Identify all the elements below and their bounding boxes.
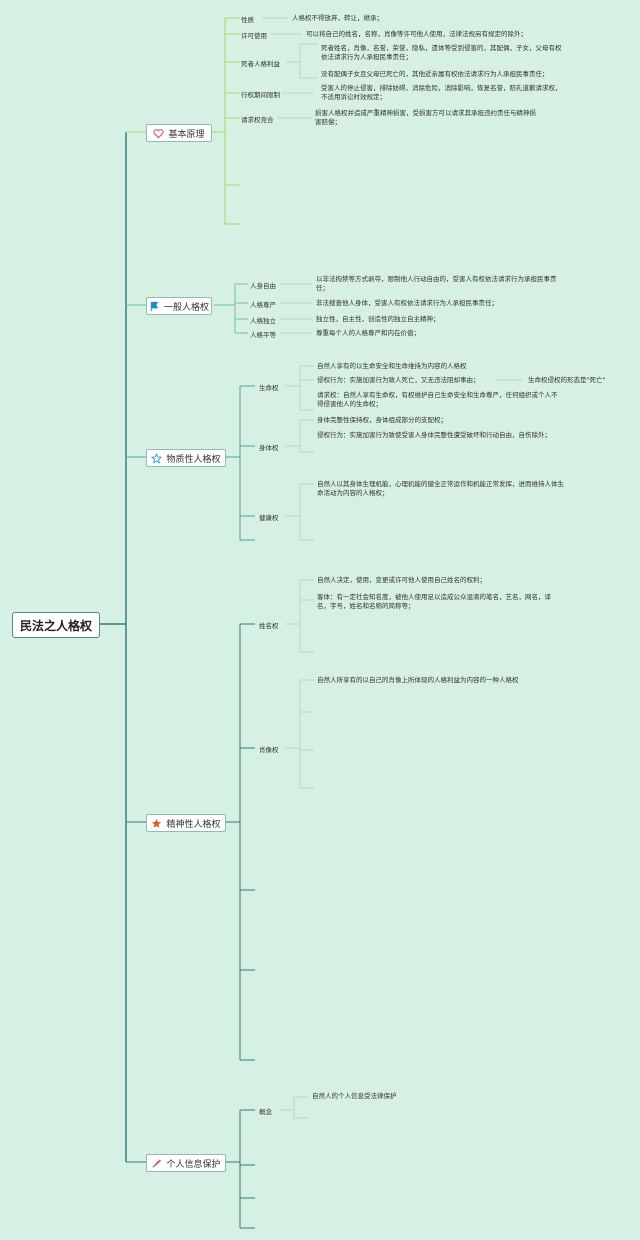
sub-personal-dignity[interactable]: 人格尊严 xyxy=(250,301,276,309)
sub-right-to-portrait[interactable]: 肖像权 xyxy=(259,746,279,754)
sub-personal-freedom[interactable]: 人身自由 xyxy=(250,282,276,290)
leaf-life-text-1: 自然人享有的以生命安全和生命维持为内容的人格权 xyxy=(317,362,467,370)
star-filled-icon xyxy=(151,818,162,829)
leaf-equality-text: 尊重每个人的人格尊严和内在价值； xyxy=(316,329,420,337)
leaf-name-text-1: 自然人决定，使用，变更或许可他人使用自己姓名的权利； xyxy=(317,576,486,584)
branch-spiritual-personality[interactable]: 精神性人格权 xyxy=(146,814,226,832)
sub-right-to-name[interactable]: 姓名权 xyxy=(259,622,279,630)
branch-personal-info[interactable]: 个人信息保护 xyxy=(146,1154,226,1172)
sub-right-to-body[interactable]: 身体权 xyxy=(259,444,279,452)
branch-label: 精神性人格权 xyxy=(166,819,221,830)
leaf-exercise-text: 受害人的停止侵害，排除妨碍，消除危险，消除影响，恢复名誉，赔礼道歉请求权，不适用… xyxy=(321,84,562,101)
sub-personal-independence[interactable]: 人格独立 xyxy=(250,317,276,325)
star-outline-icon xyxy=(151,452,163,464)
leaf-dignity-text: 非法搜查他人身体，受害人有权依法请求行为人承担民事责任； xyxy=(316,299,498,307)
sub-claim-concurrence[interactable]: 请求权竞合 xyxy=(241,116,274,124)
root-node[interactable]: 民法之人格权 xyxy=(12,612,100,638)
leaf-health-text-1: 自然人以其身体生理机能，心理机能的健全正常运作和机能正常发挥，进而维持人体生命活… xyxy=(317,480,564,497)
sub-right-to-health[interactable]: 健康权 xyxy=(259,514,279,522)
branch-label: 一般人格权 xyxy=(163,302,209,313)
sub-exercise-limit[interactable]: 行权期间限制 xyxy=(241,91,280,99)
branch-label: 基本原理 xyxy=(168,129,205,140)
sub-personal-equality[interactable]: 人格平等 xyxy=(250,331,276,339)
sub-license-use[interactable]: 许可使用 xyxy=(241,32,267,40)
leaf-life-text-2b: 生命权侵权的形态是"死亡" xyxy=(528,376,606,384)
branch-basic-principles[interactable]: 基本原理 xyxy=(146,124,212,142)
leaf-nature-text: 人格权不得放弃，转让，继承； xyxy=(292,14,383,22)
sub-nature[interactable]: 性质 xyxy=(241,16,254,24)
tools-icon xyxy=(151,1158,162,1169)
branch-general-personality[interactable]: 一般人格权 xyxy=(146,297,212,315)
branch-label: 个人信息保护 xyxy=(166,1159,221,1170)
leaf-portrait-text-1: 自然人所享有的以自己的肖像上所体现的人格利益为内容的一种人格权 xyxy=(317,676,519,684)
leaf-concept-text-1: 自然人的个人信息受法律保护 xyxy=(312,1092,397,1100)
leaf-concurrence-text: 损害人格权并造成严重精神损害，受损害方可以请求其承担违约责任与精神损害赔偿； xyxy=(315,109,536,126)
leaf-freedom-text: 以非法拘禁等方式剥夺，限制他人行动自由的，受害人有权依法请求行为承担民事责任； xyxy=(316,275,557,292)
leaf-life-text-2: 侵权行为：实施加害行为致人死亡，又无违法阻却事由； xyxy=(317,376,480,384)
leaf-body-text-2: 侵权行为：实施加害行为致使受害人身体完整性遭受破坏和行动自由，自伤除外； xyxy=(317,431,551,439)
leaf-name-text-2: 客体：有一定社会知名度，被他人使用足以造成公众混淆的笔名，艺名，网名，译名，字号… xyxy=(317,593,551,610)
leaf-independence-text: 独立性，自主性，创造性的独立自主精神； xyxy=(316,315,440,323)
leaf-deceased-text-2: 没有配偶子女且父母已死亡的，其他近亲属有权依法请求行为人承担民事责任； xyxy=(321,70,549,78)
sub-deceased-interests[interactable]: 死者人格利益 xyxy=(241,60,280,68)
sub-concept[interactable]: 概念 xyxy=(259,1108,272,1116)
leaf-license-text: 可以将自己的姓名，名称，肖像等许可他人使用，法律法规另有规定的除外； xyxy=(306,30,527,38)
leaf-deceased-text-1: 死者姓名，肖像，名誉，荣誉，隐私，遗体等受到侵害的，其配偶，子女，父母有权依法请… xyxy=(321,44,562,61)
flag-icon xyxy=(149,301,160,312)
leaf-body-text-1: 身体完整性保持权，身体组成部分的支配权； xyxy=(317,416,447,424)
heart-icon xyxy=(153,128,165,139)
branch-material-personality[interactable]: 物质性人格权 xyxy=(146,449,226,467)
branch-label: 物质性人格权 xyxy=(166,454,221,465)
leaf-life-text-3: 请求权：自然人享有生命权，有权维护自己生命安全和生命尊严，任何组织或个人不得侵害… xyxy=(317,391,558,408)
sub-right-to-life[interactable]: 生命权 xyxy=(259,384,279,392)
